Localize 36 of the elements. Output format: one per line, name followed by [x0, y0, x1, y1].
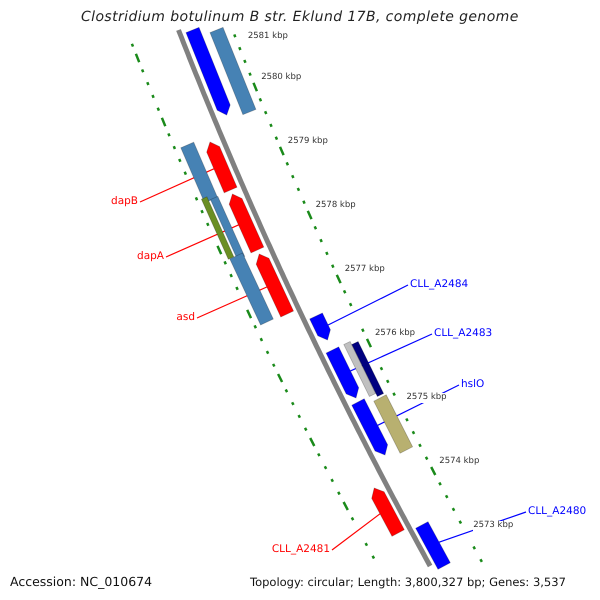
- gene-feature: [351, 398, 388, 456]
- tick-label: 2578 kbp: [316, 201, 356, 211]
- tick-label: 2576 kbp: [375, 329, 416, 339]
- tick-label: 2581 kbp: [248, 32, 288, 42]
- tick-label: 2573 kbp: [473, 521, 514, 531]
- gene-feature: [343, 340, 376, 398]
- title: Clostridium botulinum B str. Eklund 17B, complete genome: [81, 9, 519, 26]
- gene-feature: [229, 252, 274, 326]
- gene-label: dapA: [137, 250, 164, 262]
- tick-label: 2575 kbp: [406, 393, 447, 403]
- gene-feature: [185, 26, 231, 116]
- gene-feature: [228, 193, 264, 254]
- gene-label: CLL_A2483: [434, 327, 492, 340]
- gene-feature: [256, 253, 294, 318]
- gene-label: CLL_A2480: [528, 505, 586, 518]
- genome-stats-text: Topology: circular; Length: 3,800,327 bp; Genes: 3,537: [250, 576, 566, 590]
- gene-label: asd: [176, 311, 195, 324]
- tick-label: 2579 kbp: [288, 137, 328, 147]
- gene-feature: [371, 487, 405, 537]
- accession-text: Accession: NC_010674: [10, 575, 152, 590]
- gene-label: dapB: [111, 195, 138, 208]
- leader-line: [332, 513, 380, 550]
- gene-feature: [326, 346, 360, 399]
- gene-feature: [351, 340, 384, 398]
- gene-feature: [309, 312, 331, 341]
- gene-feature: [415, 521, 451, 570]
- gene-label: hslO: [461, 378, 484, 390]
- tick-label: 2580 kbp: [261, 73, 302, 83]
- tick-label: 2577 kbp: [344, 265, 385, 275]
- gene-feature: [206, 141, 238, 194]
- leader-line: [328, 284, 408, 326]
- gene-feature: [180, 142, 218, 204]
- gene-feature: [200, 196, 234, 260]
- gene-label: CLL_A2484: [410, 278, 468, 290]
- tick-label: 2574 kbp: [439, 457, 480, 467]
- gene-label: CLL_A2481: [272, 543, 330, 556]
